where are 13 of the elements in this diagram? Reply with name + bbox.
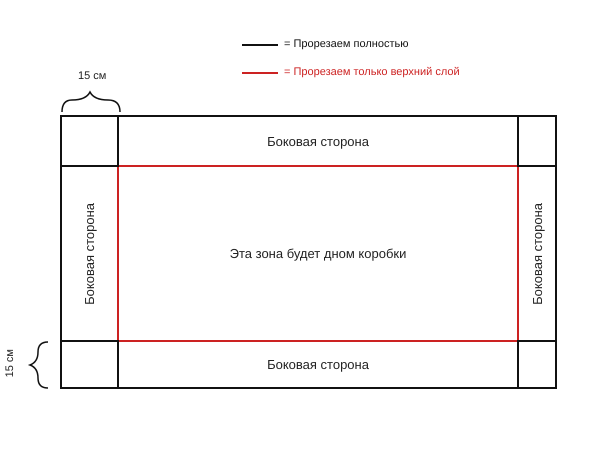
dimension-label: 15 см: [4, 349, 16, 378]
panel-label: Боковая сторона: [267, 357, 369, 372]
panel-label: Боковая сторона: [267, 134, 369, 148]
panel-label: Эта зона будет дном коробки: [230, 246, 406, 261]
corner-square: [60, 115, 119, 167]
panel-label: Боковая сторона: [82, 202, 97, 304]
corner-square: [517, 340, 557, 389]
legend-text: = Прорезаем только верхний слой: [284, 66, 460, 78]
dimension-label: 15 см: [78, 70, 106, 82]
legend-text: = Прорезаем полностью: [284, 38, 408, 50]
corner-square: [60, 340, 119, 389]
corner-square: [517, 115, 557, 167]
panel-label: Боковая сторона: [530, 202, 544, 304]
